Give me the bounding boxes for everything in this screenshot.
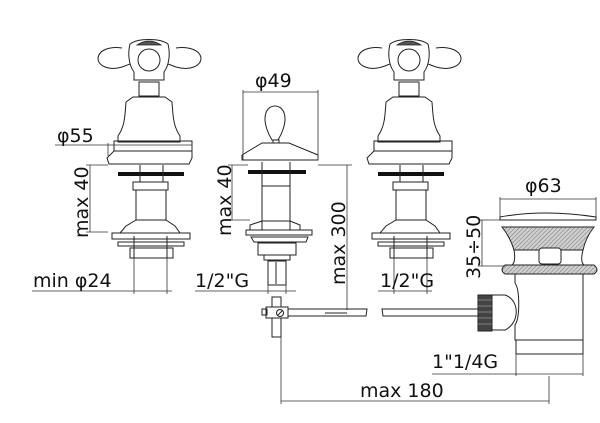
min-hole-diameter-label: min φ24 <box>33 270 112 292</box>
tap-deck-thickness-label: max 40 <box>71 166 93 238</box>
knurled-nut <box>477 294 493 332</box>
gasket <box>248 170 306 174</box>
waste-range-label: 35÷50 <box>463 215 485 279</box>
gasket <box>378 172 444 176</box>
right-tap <box>357 39 462 259</box>
max-rod-length-label: max 180 <box>360 380 444 402</box>
spout-deck-thickness-label: max 40 <box>214 164 236 236</box>
left-connection-label: 1/2"G <box>195 270 249 292</box>
left-tap <box>97 39 202 259</box>
waste-diameter-label: φ63 <box>525 175 562 197</box>
center-spout <box>241 105 319 286</box>
max-height-label: max 300 <box>328 201 350 285</box>
cross-handle-icon <box>97 39 202 97</box>
handle-diameter-label: φ55 <box>57 125 94 147</box>
gasket <box>118 172 184 176</box>
right-connection-label: 1/2"G <box>380 270 434 292</box>
dim-spout: φ49 max 40 max 300 1/2"G <box>195 70 352 310</box>
popup-waste <box>477 212 598 355</box>
cross-handle-icon <box>357 39 462 97</box>
spout-diameter-label: φ49 <box>255 70 292 92</box>
dim-left-tap: φ55 max 40 min φ24 <box>32 125 193 294</box>
dim-waste: φ63 35÷50 1"1/4G max 180 <box>280 175 597 404</box>
dim-right-tap: 1/2"G <box>378 258 434 294</box>
waste-connection-label: 1"1/4G <box>432 351 498 373</box>
popup-rod <box>261 296 479 338</box>
